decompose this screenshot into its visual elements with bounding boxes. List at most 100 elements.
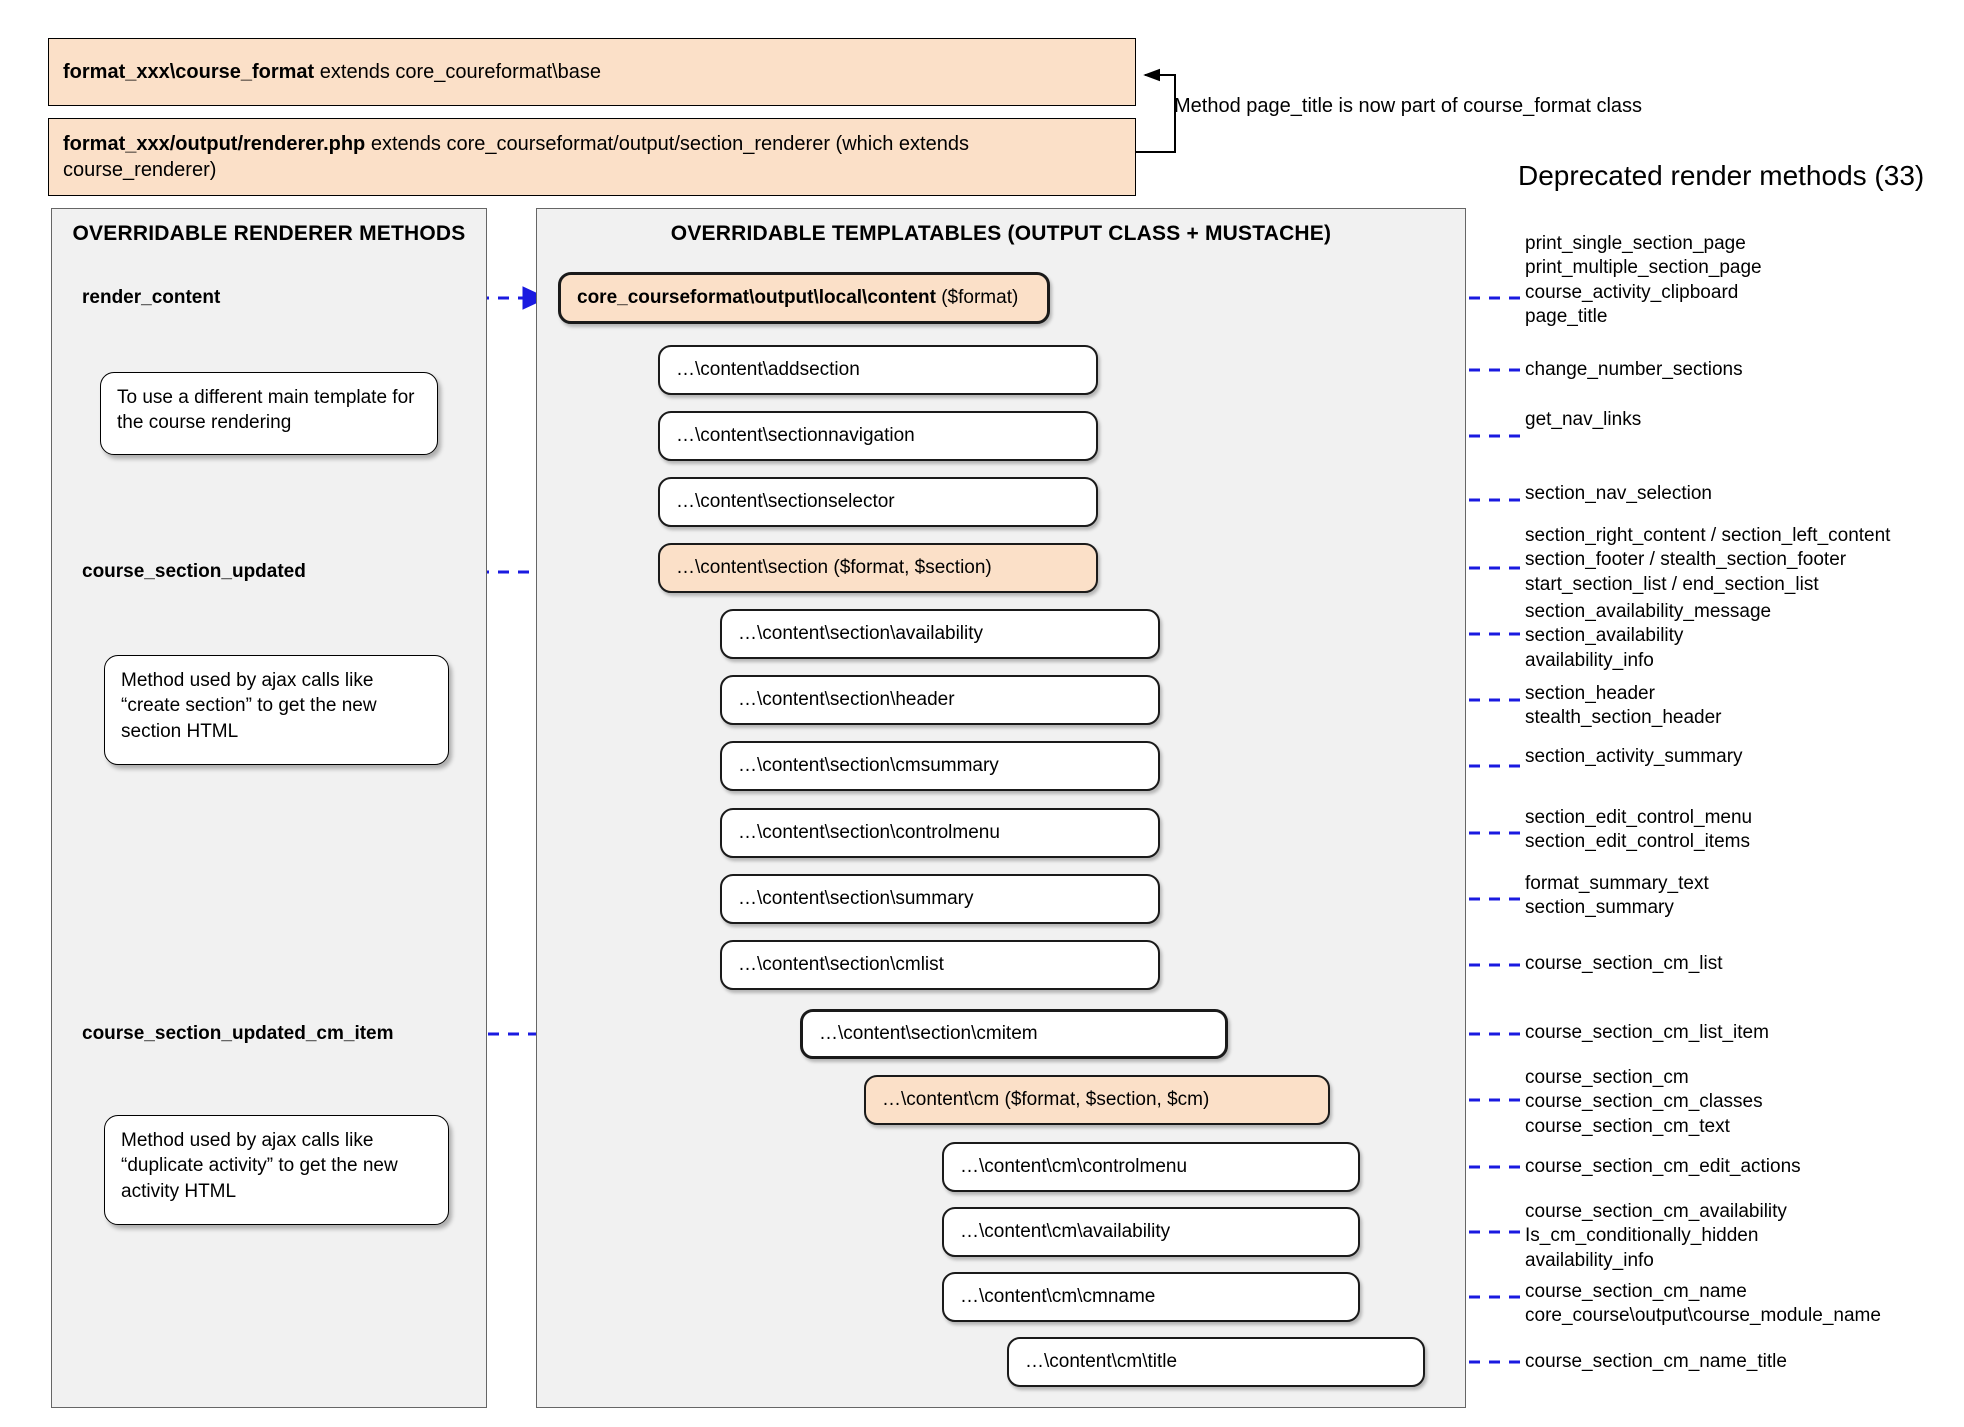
templatable-6-label: …\content\section\header: [738, 689, 955, 710]
deprecated-line: availability_info: [1525, 1249, 1654, 1271]
left-panel-title: OVERRIDABLE RENDERER METHODS: [72, 222, 466, 245]
deprecated-line: print_multiple_section_page: [1525, 257, 1762, 279]
templatable-1-label: …\content\addsection: [676, 359, 860, 380]
templatable-box-sectionselector[interactable]: …\content\sectionselector: [658, 477, 1098, 527]
templatable-0-rest: ($format): [935, 287, 1019, 308]
templatable-box-content[interactable]: core_courseformat\output\local\content (…: [558, 272, 1050, 324]
deprecated-line: print_single_section_page: [1525, 233, 1746, 254]
deprecated-line: section_availability: [1525, 625, 1684, 647]
deprecated-line: Is_cm_conditionally_hidden: [1525, 1225, 1759, 1247]
deprecated-line: section_right_content / section_left_con…: [1525, 525, 1891, 546]
templatable-box-sectionnavigation[interactable]: …\content\sectionnavigation: [658, 411, 1098, 461]
deprecated-group-8: section_edit_control_menu section_edit_c…: [1525, 806, 1752, 855]
templatable-box-addsection[interactable]: …\content\addsection: [658, 345, 1098, 395]
deprecated-line: course_section_cm_name: [1525, 1281, 1747, 1302]
deprecated-line: course_section_cm: [1525, 1067, 1689, 1088]
templatable-box-cm-controlmenu[interactable]: …\content\cm\controlmenu: [942, 1142, 1360, 1192]
deprecated-line: availability_info: [1525, 649, 1654, 671]
header-box-course-format: format_xxx\course_format extends core_co…: [48, 38, 1136, 106]
templatable-box-section[interactable]: …\content\section ($format, $section): [658, 543, 1098, 593]
deprecated-group-13: course_section_cm_edit_actions: [1525, 1155, 1801, 1179]
deprecated-group-10: course_section_cm_list: [1525, 952, 1722, 976]
deprecated-group-3: section_nav_selection: [1525, 482, 1712, 506]
deprecated-group-7: section_activity_summary: [1525, 745, 1743, 769]
templatable-10-label: …\content\section\cmlist: [738, 954, 944, 975]
deprecated-group-16: course_section_cm_name_title: [1525, 1350, 1787, 1374]
templatable-14-label: …\content\cm\availability: [960, 1221, 1171, 1242]
templatable-5-label: …\content\section\availability: [738, 623, 984, 644]
templatable-9-label: …\content\section\summary: [738, 888, 974, 909]
deprecated-line: section_header: [1525, 683, 1655, 704]
header-bracket-connector: [1135, 68, 1176, 153]
deprecated-line: course_section_cm_list_item: [1525, 1022, 1769, 1043]
deprecated-line: section_nav_selection: [1525, 483, 1712, 504]
templatable-box-cm-availability[interactable]: …\content\cm\availability: [942, 1207, 1360, 1257]
templatable-box-section-cmlist[interactable]: …\content\section\cmlist: [720, 940, 1160, 990]
deprecated-group-9: format_summary_text section_summary: [1525, 872, 1709, 921]
deprecated-line: section_availability_message: [1525, 601, 1772, 622]
callout-course-section-updated: Method used by ajax calls like “create s…: [104, 655, 449, 765]
deprecated-line: section_footer / stealth_section_footer: [1525, 549, 1847, 571]
header-connector-note: Method page_title is now part of course_…: [1174, 95, 1643, 117]
templatable-box-section-controlmenu[interactable]: …\content\section\controlmenu: [720, 808, 1160, 858]
deprecated-line: change_number_sections: [1525, 359, 1743, 380]
templatable-box-section-header[interactable]: …\content\section\header: [720, 675, 1160, 725]
deprecated-group-1: change_number_sections: [1525, 358, 1743, 382]
deprecated-line: core_course\output\course_module_name: [1525, 1305, 1881, 1327]
deprecated-group-2: get_nav_links: [1525, 408, 1641, 432]
templatable-4-label: …\content\section ($format, $section): [676, 557, 992, 578]
header-box1-rest: extends core_coureformat\base: [314, 61, 602, 83]
middle-panel-title: OVERRIDABLE TEMPLATABLES (OUTPUT CLASS +…: [670, 222, 1332, 245]
deprecated-line: course_section_cm_list: [1525, 953, 1723, 974]
templatable-box-section-summary[interactable]: …\content\section\summary: [720, 874, 1160, 924]
deprecated-methods-title: Deprecated render methods (33): [1518, 160, 1925, 191]
deprecated-line: course_section_cm_classes: [1525, 1091, 1763, 1113]
templatable-8-label: …\content\section\controlmenu: [738, 822, 1000, 843]
templatable-box-section-cmitem[interactable]: …\content\section\cmitem: [800, 1009, 1228, 1059]
deprecated-group-0: print_single_section_page print_multiple…: [1525, 232, 1762, 329]
deprecated-group-4: section_right_content / section_left_con…: [1525, 524, 1890, 597]
header-box-renderer-php: format_xxx/output/renderer.php extends c…: [48, 118, 1136, 196]
deprecated-group-12: course_section_cm course_section_cm_clas…: [1525, 1066, 1763, 1139]
header-box2-bold: format_xxx/output/renderer.php: [63, 133, 366, 155]
deprecated-line: course_section_cm_text: [1525, 1115, 1730, 1137]
deprecated-group-15: course_section_cm_name core_course\outpu…: [1525, 1280, 1881, 1329]
templatable-7-label: …\content\section\cmsummary: [738, 755, 999, 776]
deprecated-group-5: section_availability_message section_ava…: [1525, 600, 1771, 673]
templatable-box-cm-cmname[interactable]: …\content\cm\cmname: [942, 1272, 1360, 1322]
deprecated-line: stealth_section_header: [1525, 707, 1722, 729]
templatable-15-label: …\content\cm\cmname: [960, 1286, 1156, 1307]
templatable-0-bold: core_courseformat\output\local\content: [577, 287, 936, 308]
method-label-course-section-updated-cm-item: course_section_updated_cm_item: [82, 1023, 394, 1044]
templatable-11-label: …\content\section\cmitem: [819, 1023, 1038, 1044]
deprecated-group-14: course_section_cm_availability Is_cm_con…: [1525, 1200, 1787, 1273]
deprecated-line: section_activity_summary: [1525, 746, 1743, 767]
deprecated-line: course_activity_clipboard: [1525, 281, 1739, 303]
deprecated-line: start_section_list / end_section_list: [1525, 573, 1819, 595]
templatable-box-cm[interactable]: …\content\cm ($format, $section, $cm): [864, 1075, 1330, 1125]
deprecated-line: page_title: [1525, 305, 1608, 327]
templatable-13-label: …\content\cm\controlmenu: [960, 1156, 1188, 1177]
deprecated-group-6: section_header stealth_section_header: [1525, 682, 1721, 731]
templatable-3-label: …\content\sectionselector: [676, 491, 895, 512]
method-label-course-section-updated: course_section_updated: [82, 561, 306, 582]
templatable-2-label: …\content\sectionnavigation: [676, 425, 915, 446]
templatable-16-label: …\content\cm\title: [1025, 1351, 1178, 1372]
templatable-box-section-cmsummary[interactable]: …\content\section\cmsummary: [720, 741, 1160, 791]
method-label-render-content: render_content: [82, 287, 221, 308]
deprecated-line: section_edit_control_items: [1525, 831, 1750, 853]
templatable-12-label: …\content\cm ($format, $section, $cm): [882, 1089, 1210, 1110]
deprecated-line: course_section_cm_edit_actions: [1525, 1156, 1801, 1177]
header-box1-bold: format_xxx\course_format: [63, 61, 315, 83]
deprecated-line: course_section_cm_name_title: [1525, 1351, 1787, 1372]
deprecated-line: course_section_cm_availability: [1525, 1201, 1787, 1222]
deprecated-line: get_nav_links: [1525, 409, 1642, 430]
header-box2-rest: extends core_courseformat/output/section…: [63, 133, 969, 181]
deprecated-line: section_summary: [1525, 897, 1674, 919]
templatable-box-section-availability[interactable]: …\content\section\availability: [720, 609, 1160, 659]
templatable-box-cm-title[interactable]: …\content\cm\title: [1007, 1337, 1425, 1387]
deprecated-group-11: course_section_cm_list_item: [1525, 1021, 1769, 1045]
callout-course-section-updated-cm-item: Method used by ajax calls like “duplicat…: [104, 1115, 449, 1225]
callout-render-content: To use a different main template for the…: [100, 372, 438, 455]
deprecated-line: section_edit_control_menu: [1525, 807, 1753, 828]
